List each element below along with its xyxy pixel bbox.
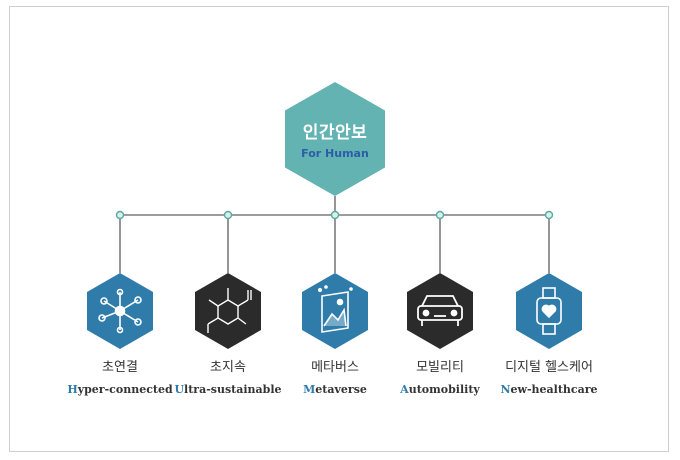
node-title-english: Hyper-connected [60, 383, 180, 396]
node-title-rest: yper-connected [77, 383, 173, 396]
node-title-english: Automobility [380, 383, 500, 396]
node-title-korean: 모빌리티 [416, 360, 464, 375]
node-title-korean: 메타버스 [311, 360, 359, 375]
root-title-korean: 인간안보 [302, 123, 368, 143]
network-icon [98, 288, 142, 334]
node-ultra-sustainable [195, 273, 261, 349]
node-label-4: 모빌리티 Automobility [380, 356, 500, 396]
connector-lines [119, 196, 550, 273]
junction-dot-1 [115, 210, 125, 220]
node-title-rest: ltra-sustainable [184, 383, 282, 396]
node-title-english: Ultra-sustainable [168, 383, 288, 396]
node-label-1: 초연결 Hyper-connected [60, 356, 180, 396]
node-title-english: New-healthcare [489, 383, 609, 396]
node-title-rest: utomobility [408, 383, 480, 396]
node-title-initial: A [400, 383, 409, 396]
junction-dot-2 [223, 210, 233, 220]
node-title-rest: etaverse [315, 383, 367, 396]
node-label-5: 디지털 헬스케어 New-healthcare [489, 356, 609, 396]
molecule-icon [207, 288, 252, 333]
root-hexagon [285, 82, 385, 196]
node-title-english: Metaverse [275, 383, 395, 396]
node-new-healthcare [516, 273, 582, 349]
node-title-initial: N [500, 383, 511, 396]
node-title-initial: M [303, 383, 316, 396]
node-title-korean: 디지털 헬스케어 [505, 360, 593, 375]
node-automobility [407, 273, 473, 349]
node-title-initial: H [67, 383, 78, 396]
node-hyper-connected [87, 273, 153, 349]
node-metaverse [302, 273, 368, 349]
junction-dots [115, 210, 554, 220]
node-title-initial: U [174, 383, 185, 396]
root-label: 인간안보 For Human [285, 118, 385, 160]
node-title-korean: 초지속 [210, 360, 246, 375]
node-hexagon-4 [407, 273, 473, 349]
node-hexagon-3 [302, 273, 368, 349]
node-title-korean: 초연결 [102, 360, 138, 375]
node-label-3: 메타버스 Metaverse [275, 356, 395, 396]
root-title-english: For Human [301, 147, 369, 160]
smartwatch-heart-icon [536, 287, 562, 335]
node-hexagon-2 [195, 273, 261, 349]
node-title-rest: ew-healthcare [510, 383, 598, 396]
junction-dot-5 [544, 210, 554, 220]
node-label-2: 초지속 Ultra-sustainable [168, 356, 288, 396]
junction-dot-3 [330, 210, 340, 220]
junction-dot-4 [435, 210, 445, 220]
metaverse-frame-icon [317, 285, 353, 333]
car-icon [417, 295, 463, 326]
diagram-frame [9, 6, 669, 452]
